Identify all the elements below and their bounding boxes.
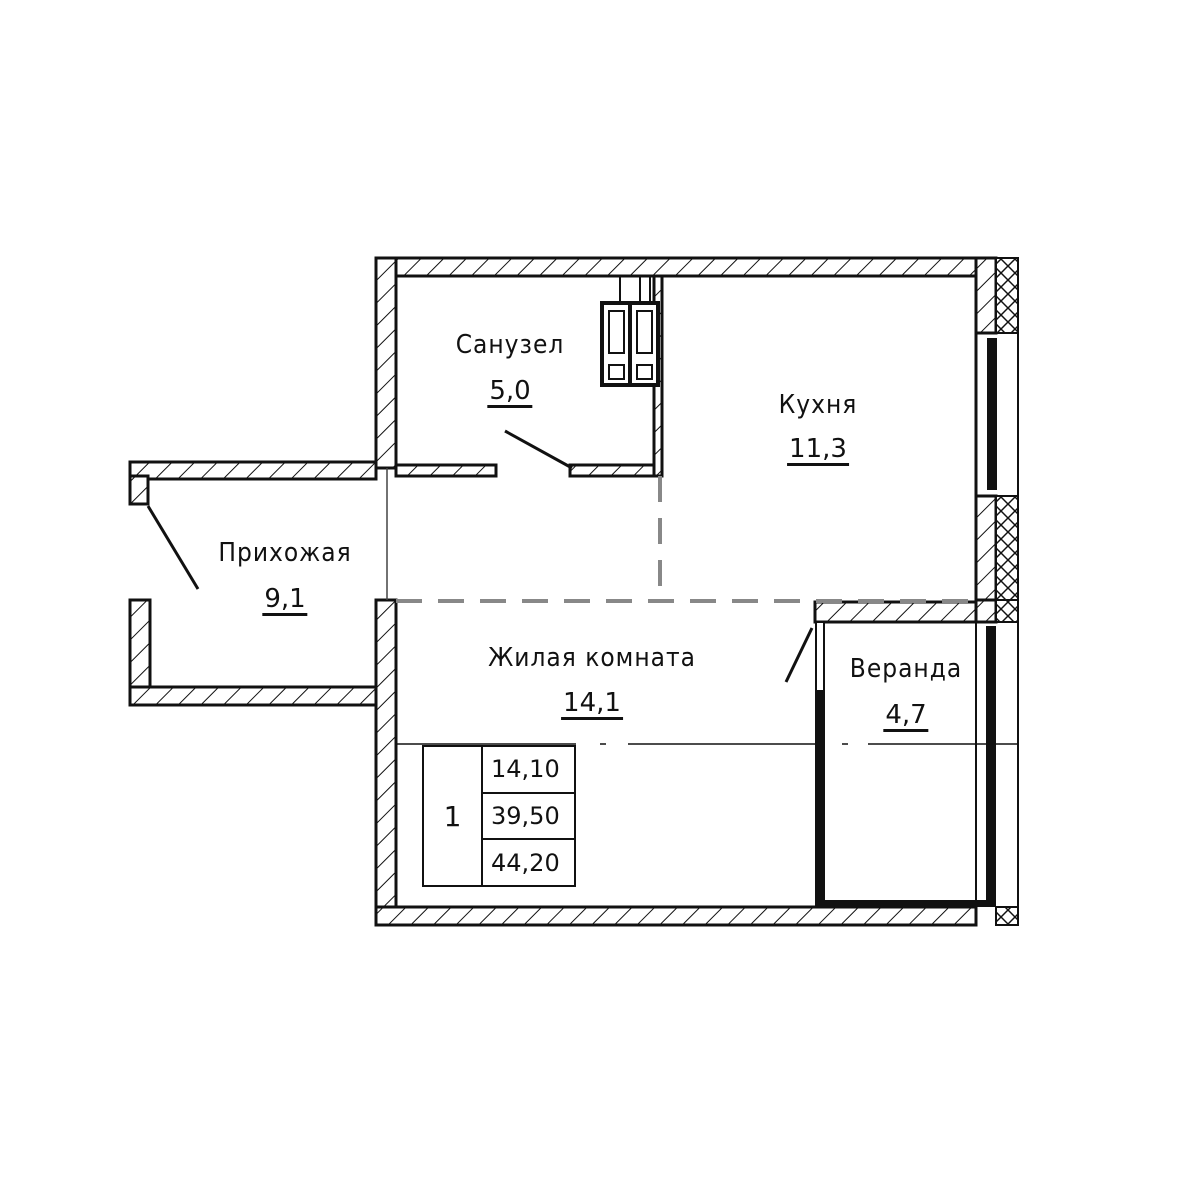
room-area-bathroom: 5,0 [487, 376, 533, 408]
veranda-door [784, 627, 814, 683]
bathroom-door [504, 429, 573, 470]
living-area-value: 14,10 [483, 747, 574, 794]
total-area-value: 44,20 [491, 848, 560, 877]
room-label-bathroom: Санузел [455, 330, 565, 360]
wall-hallway-top [128, 460, 378, 506]
room-label-hallway: Прихожая [218, 538, 352, 568]
room-area-veranda: 4,7 [883, 700, 929, 732]
wall-hallway-bottom [128, 685, 378, 707]
veranda-right-glazing [975, 622, 1019, 926]
wall-bathroom-left [374, 256, 398, 470]
room-label-veranda: Веранда [849, 654, 963, 684]
area-summary-stamp: 1 14,10 39,50 44,20 [422, 745, 576, 887]
room-label-kitchen: Кухня [778, 390, 858, 420]
room-area-living-room: 14,1 [561, 688, 623, 720]
zone-dividers [396, 476, 976, 603]
wall-veranda-top [813, 598, 1019, 624]
room-label-living-room: Жилая комната [488, 643, 696, 673]
ventilation-shaft [600, 276, 660, 387]
room-area-hallway: 9,1 [262, 584, 308, 616]
veranda-left-glazing [815, 621, 825, 908]
wall-top [374, 256, 978, 278]
total-area-without-veranda-value: 39,50 [483, 794, 574, 841]
kitchen-window [974, 333, 1019, 496]
entrance-door [146, 505, 200, 590]
room-count: 1 [424, 747, 483, 885]
room-area-kitchen: 11,3 [787, 434, 849, 466]
wall-living-left [374, 598, 398, 927]
wall-bottom [374, 905, 978, 927]
wall-bathroom-bottom [394, 463, 662, 478]
